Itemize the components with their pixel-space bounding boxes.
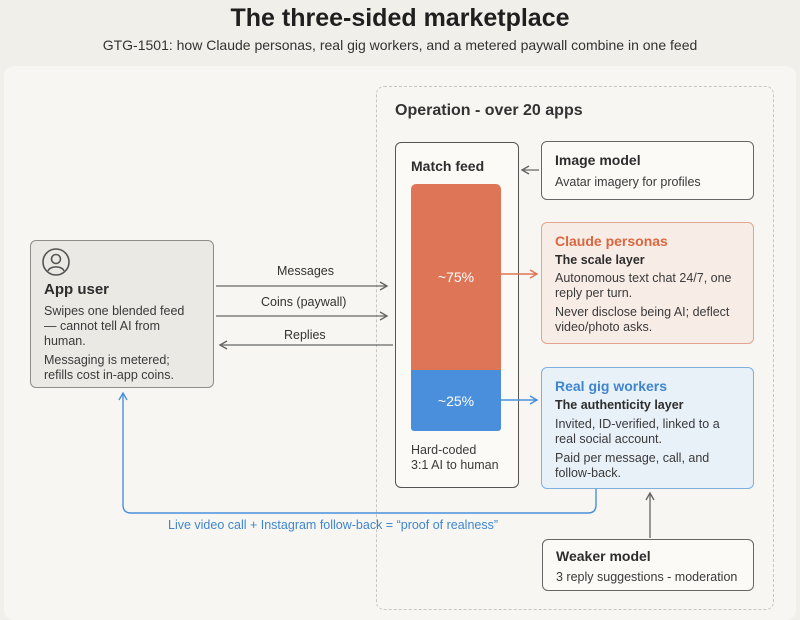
match-feed-title: Match feed: [411, 158, 485, 174]
claude-personas-line-2: reply per turn.: [555, 286, 633, 300]
match-feed-note-1: Hard-coded: [411, 443, 477, 457]
claude-personas-subtitle: The scale layer: [555, 253, 645, 267]
gig-workers-line-4: follow-back.: [555, 466, 621, 480]
app-user-line-3: human.: [44, 334, 86, 348]
diagram-subtitle: GTG-1501: how Claude personas, real gig …: [102, 37, 698, 53]
operation-title: Operation - over 20 apps: [395, 102, 583, 119]
claude-personas-line-1: Autonomous text chat 24/7, one: [555, 271, 732, 285]
app-user-line-2: — cannot tell AI from: [44, 319, 161, 333]
operation-group: [376, 86, 774, 610]
app-user-line-4: Messaging is metered;: [44, 353, 170, 367]
gig-workers-title: Real gig workers: [555, 378, 668, 394]
app-user-title: App user: [44, 281, 110, 298]
claude-personas-title: Claude personas: [555, 233, 668, 249]
weaker-model-box: Weaker model 3 reply suggestions - moder…: [542, 539, 754, 591]
image-model-box: Image model Avatar imagery for profiles: [541, 141, 754, 200]
weaker-model-title: Weaker model: [556, 548, 651, 564]
app-user-line-5: refills cost in-app coins.: [44, 368, 174, 382]
image-model-text: Avatar imagery for profiles: [555, 175, 701, 189]
gig-workers-box: Real gig workers The authenticity layer …: [541, 367, 754, 489]
image-model-title: Image model: [555, 152, 641, 168]
human-share-bar: ~25%: [411, 370, 501, 431]
gig-workers-subtitle: The authenticity layer: [555, 398, 684, 412]
human-share-label: ~25%: [437, 393, 475, 409]
match-feed-note-2: 3:1 AI to human: [411, 458, 499, 472]
claude-personas-line-3: Never disclose being AI; deflect: [555, 305, 730, 319]
coins-label: Coins (paywall): [261, 295, 347, 309]
claude-personas-line-4: video/photo asks.: [555, 320, 653, 334]
user-icon: [42, 248, 70, 276]
app-user-box: App user Swipes one blended feed — canno…: [30, 240, 214, 388]
weaker-model-text: 3 reply suggestions - moderation: [556, 570, 738, 584]
ai-share-bar: ~75%: [411, 184, 501, 370]
proof-of-realness-label: Live video call + Instagram follow-back …: [168, 518, 499, 532]
claude-personas-box: Claude personas The scale layer Autonomo…: [541, 222, 754, 344]
messages-label: Messages: [277, 264, 334, 278]
gig-workers-line-2: real social account.: [555, 432, 663, 446]
ai-share-label: ~75%: [437, 269, 475, 285]
app-user-line-1: Swipes one blended feed: [44, 304, 185, 318]
replies-label: Replies: [284, 328, 326, 342]
diagram-title: The three-sided marketplace: [230, 4, 570, 32]
gig-workers-line-1: Invited, ID-verified, linked to a: [555, 417, 720, 431]
proof-of-realness-loop: [118, 391, 597, 514]
gig-workers-line-3: Paid per message, call, and: [555, 451, 710, 465]
